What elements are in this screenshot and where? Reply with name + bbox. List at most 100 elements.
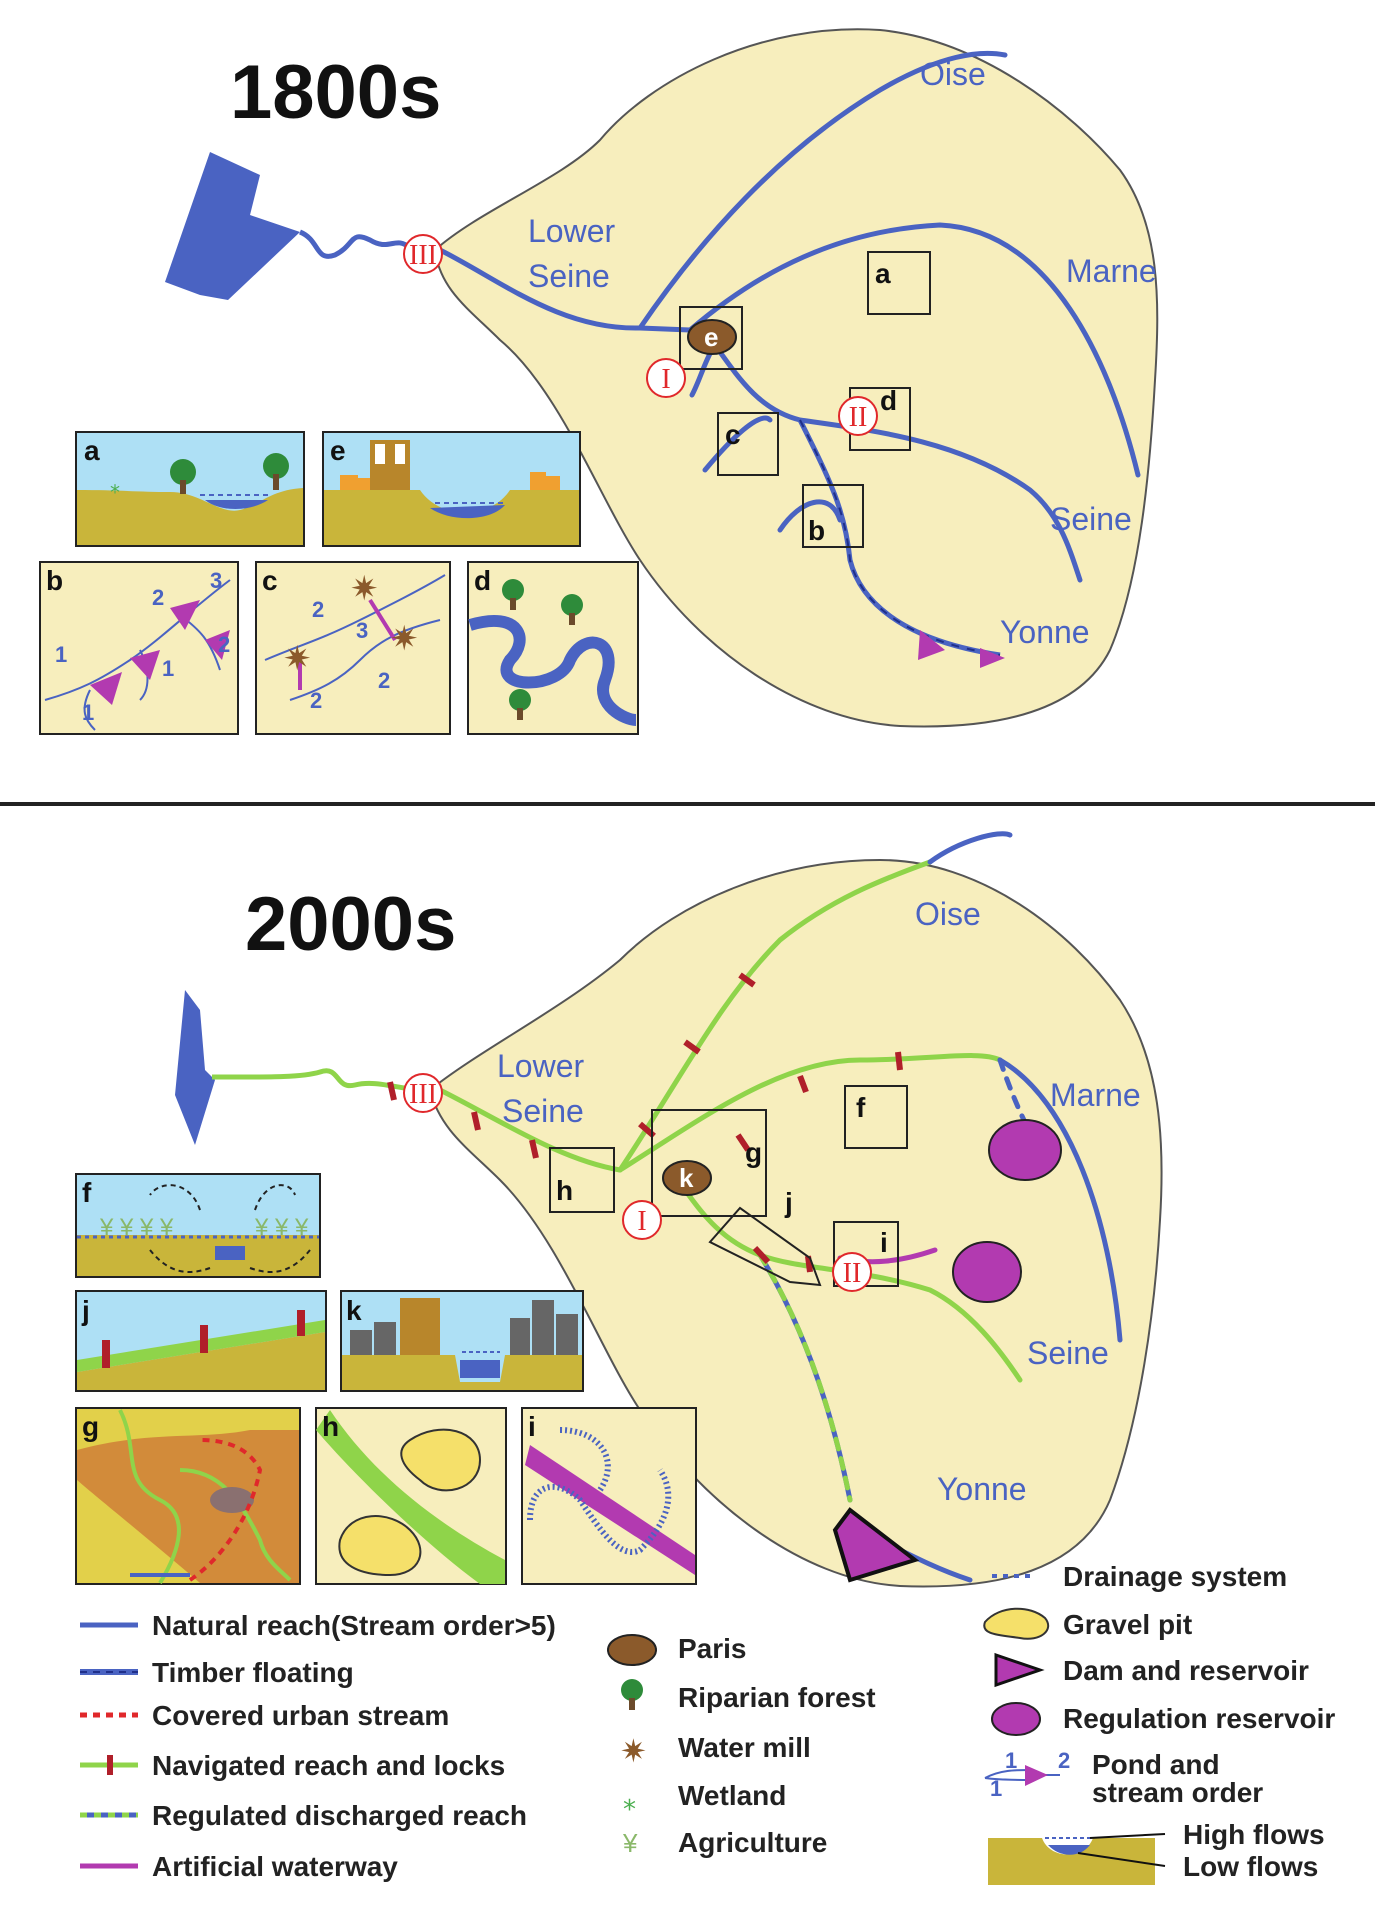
b-order-2: 2 xyxy=(152,585,164,610)
legend-paris-swatch xyxy=(607,1634,657,1666)
legend-natural: Natural reach(Stream order>5) xyxy=(152,1610,556,1641)
label-yonne-2000: Yonne xyxy=(937,1471,1027,1507)
basin-2000 xyxy=(428,858,1163,1588)
box-j-letter-2000: j xyxy=(784,1187,793,1218)
svg-text:¥ ¥ ¥ ¥: ¥ ¥ ¥ ¥ xyxy=(99,1214,174,1241)
marne-nav-2000 xyxy=(617,1053,1003,1173)
boxes-2000 xyxy=(549,1085,908,1287)
legend-high-flows: High flows xyxy=(1183,1819,1325,1850)
inset-g-2000: g xyxy=(75,1407,301,1585)
legend-mill: Water mill xyxy=(678,1732,811,1763)
legend: Natural reach(Stream order>5) Timber flo… xyxy=(80,1561,1335,1885)
box-g-letter-2000: g xyxy=(745,1137,762,1168)
svg-text:⁎: ⁎ xyxy=(110,476,120,498)
box-d-letter-1800: d xyxy=(880,385,897,416)
c-order-4: 2 xyxy=(310,688,322,713)
legend-gravel-swatch xyxy=(983,1607,1050,1640)
inset-e-letter: e xyxy=(330,435,346,466)
inset-j-2000: j xyxy=(75,1290,327,1392)
lower-seine-2000 xyxy=(437,1087,623,1173)
b-order-1: 1 xyxy=(55,642,67,667)
legend-forest: Riparian forest xyxy=(678,1682,876,1713)
legend-covered: Covered urban stream xyxy=(152,1700,449,1731)
marker-iii-1800 xyxy=(403,234,443,274)
pond-triangle-1800-a xyxy=(918,630,945,660)
oise-nav-2000 xyxy=(617,859,933,1173)
c-order-1: 2 xyxy=(312,597,324,622)
marker-i-label-2000: I xyxy=(637,1206,646,1237)
label-lower-2000: Lower xyxy=(497,1048,585,1084)
lower-seine-1800 xyxy=(437,247,693,333)
box-f-letter-2000: f xyxy=(856,1092,866,1123)
box-g-2000 xyxy=(651,1109,767,1217)
c-order-3: 2 xyxy=(378,668,390,693)
box-b-1800 xyxy=(802,484,864,548)
box-e-1800 xyxy=(679,306,743,370)
legend-regulated: Regulated discharged reach xyxy=(152,1800,527,1831)
legend-dam-swatch xyxy=(994,1652,1045,1688)
inset-f-2000: ¥ ¥ ¥ ¥ ¥ ¥ ¥ f xyxy=(75,1173,321,1278)
inset-d-1800: d xyxy=(467,561,639,735)
label-lower-seine-2000: Seine xyxy=(502,1093,584,1129)
marker-i-1800 xyxy=(646,358,686,398)
legend-regulation: Regulation reservoir xyxy=(1063,1703,1335,1734)
marker-ii-label-1800: II xyxy=(849,402,868,433)
legend-flows-swatch xyxy=(988,1838,1155,1885)
inset-b-letter: b xyxy=(46,565,63,596)
inset-a-letter: a xyxy=(84,435,100,466)
inset-a-1800: ⁎ a xyxy=(75,431,305,547)
legend-agriculture-swatch: ¥ xyxy=(622,1828,638,1858)
legend-navigated: Navigated reach and locks xyxy=(152,1750,505,1781)
svg-text:✷: ✷ xyxy=(350,570,379,608)
box-h-2000 xyxy=(549,1147,615,1213)
legend-wetland-swatch: ⁎ xyxy=(623,1786,636,1816)
marker-ii-1800 xyxy=(838,396,878,436)
legend-low-flows: Low flows xyxy=(1183,1851,1318,1882)
oise-natural-2000 xyxy=(927,831,1013,865)
locks-2000 xyxy=(387,972,903,1273)
marker-i-2000 xyxy=(622,1200,662,1240)
estuary-channel-2000 xyxy=(211,1068,421,1093)
label-oise-2000: Oise xyxy=(915,896,981,932)
legend-artificial: Artificial waterway xyxy=(152,1851,398,1882)
estuary-1800 xyxy=(165,152,300,300)
paris-2000 xyxy=(662,1160,712,1196)
legend-mill-swatch: ✷ xyxy=(620,1733,647,1769)
b-order-5: 2 xyxy=(218,632,230,657)
marker-i-label-1800: I xyxy=(661,364,670,395)
marker-ii-label-2000: II xyxy=(843,1258,862,1289)
legend-gravel: Gravel pit xyxy=(1063,1609,1192,1640)
legend-pond-order-3: 2 xyxy=(1058,1748,1070,1773)
marker-ii-2000 xyxy=(832,1252,872,1292)
label-yonne-1800: Yonne xyxy=(1000,614,1090,650)
label-marne-2000: Marne xyxy=(1050,1077,1141,1113)
oise-1800 xyxy=(637,50,1008,331)
box-i-letter-2000: i xyxy=(880,1227,888,1258)
legend-agriculture: Agriculture xyxy=(678,1827,827,1858)
legend-pond-swatch xyxy=(1025,1765,1048,1786)
label-seine-2000: Seine xyxy=(1027,1335,1109,1371)
estuary-2000 xyxy=(175,990,215,1145)
marker-iii-2000 xyxy=(403,1073,443,1113)
b-order-6: 1 xyxy=(82,700,94,725)
regulation-reservoir-seine xyxy=(952,1241,1022,1303)
estuary-channel-1800 xyxy=(298,229,412,259)
label-seine-1800: Seine xyxy=(1050,501,1132,537)
box-f-2000 xyxy=(844,1085,908,1149)
legend-dam: Dam and reservoir xyxy=(1063,1655,1309,1686)
legend-paris: Paris xyxy=(678,1633,747,1664)
inset-i-2000: i xyxy=(521,1407,697,1585)
legend-forest-swatch xyxy=(621,1679,643,1701)
b-order-4: 1 xyxy=(162,656,174,681)
legend-pond-order-1: 1 xyxy=(1005,1748,1017,1773)
label-oise-1800: Oise xyxy=(920,56,986,92)
box-h-letter-2000: h xyxy=(556,1175,573,1206)
b-order-3: 3 xyxy=(210,568,222,593)
svg-text:✷: ✷ xyxy=(390,620,419,658)
legend-regulation-swatch xyxy=(991,1702,1041,1736)
legend-pond-order-2: 1 xyxy=(990,1776,1002,1801)
era-1800s-title: 1800s xyxy=(230,50,441,135)
inset-k-2000: k xyxy=(340,1290,584,1392)
legend-pond-2: stream order xyxy=(1092,1777,1263,1808)
